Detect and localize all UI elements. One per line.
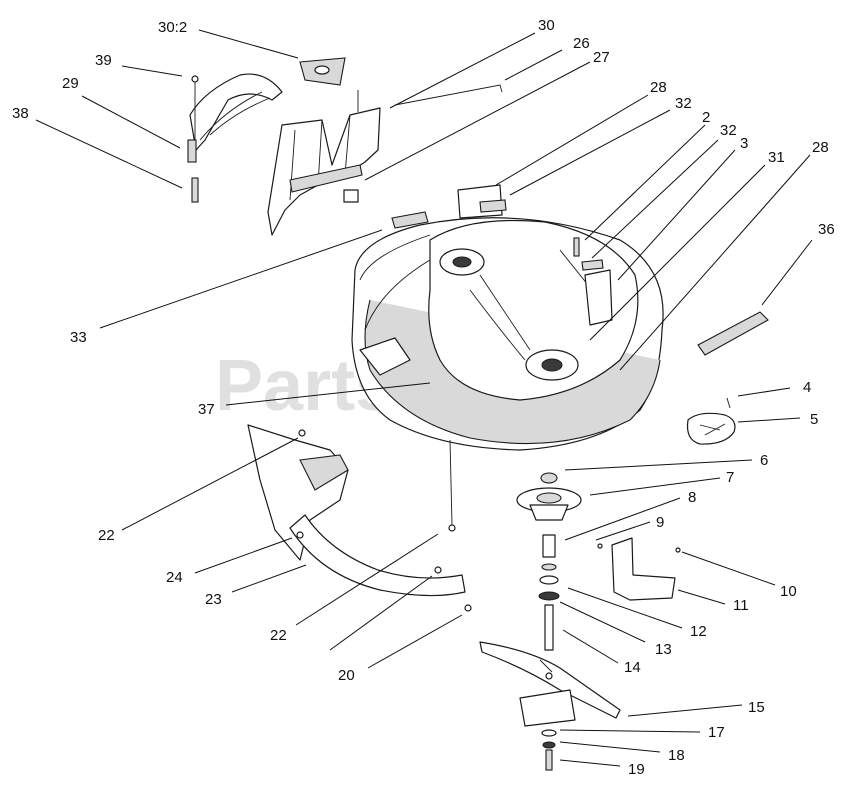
callout-17[interactable]: 17 xyxy=(708,724,725,741)
callout-20[interactable]: 20 xyxy=(338,667,355,684)
chute-bracket xyxy=(343,189,359,203)
callout-8[interactable]: 8 xyxy=(688,489,696,506)
nut-22-a xyxy=(298,429,306,437)
callout-26[interactable]: 26 xyxy=(573,35,590,52)
blade xyxy=(479,641,621,719)
spindle-bearing xyxy=(542,534,556,558)
callout-12[interactable]: 12 xyxy=(690,623,707,640)
knob xyxy=(686,412,736,445)
spindle-housing xyxy=(538,591,560,601)
chute-rod xyxy=(394,84,503,106)
callout-37[interactable]: 37 xyxy=(198,401,215,418)
callout-32-lower[interactable]: 32 xyxy=(720,122,737,139)
callout-18[interactable]: 18 xyxy=(668,747,685,764)
chute-spring xyxy=(187,139,197,163)
belt-guard xyxy=(359,337,411,376)
nut-22-b xyxy=(448,524,456,532)
chute-hinge-rod xyxy=(289,164,363,193)
deck-decal-a xyxy=(479,199,507,213)
blade-adapter xyxy=(519,689,576,727)
callout-5[interactable]: 5 xyxy=(810,411,818,428)
callout-6[interactable]: 6 xyxy=(760,452,768,469)
discharge-chute-assembly xyxy=(187,57,503,236)
right-side-parts xyxy=(686,311,769,445)
callout-22-left[interactable]: 22 xyxy=(98,527,115,544)
spindle-shaft xyxy=(544,604,554,651)
bolt-39 xyxy=(191,75,199,83)
callout-38[interactable]: 38 xyxy=(12,105,29,122)
hood-strip xyxy=(697,311,769,356)
spindle-guard xyxy=(611,537,676,601)
callout-28-upper[interactable]: 28 xyxy=(650,79,667,96)
chute-body xyxy=(267,107,381,236)
callout-27[interactable]: 27 xyxy=(593,49,610,66)
callout-36[interactable]: 36 xyxy=(818,221,835,238)
callout-2[interactable]: 2 xyxy=(702,109,710,126)
deck-baffles xyxy=(247,424,472,612)
callout-11[interactable]: 11 xyxy=(733,597,749,614)
callout-24[interactable]: 24 xyxy=(166,569,183,586)
bolt-20 xyxy=(434,566,442,574)
blade-bolt xyxy=(545,749,553,771)
bolt-24 xyxy=(296,531,304,539)
blade-assembly xyxy=(479,641,621,771)
spindle-nut xyxy=(540,472,558,484)
callout-4[interactable]: 4 xyxy=(803,379,811,396)
callout-22-bottom[interactable]: 22 xyxy=(270,627,287,644)
mower-deck xyxy=(351,184,664,451)
callout-3[interactable]: 3 xyxy=(740,135,748,152)
nut-20 xyxy=(464,604,472,612)
callout-23[interactable]: 23 xyxy=(205,591,222,608)
callout-32-upper[interactable]: 32 xyxy=(675,95,692,112)
callout-31[interactable]: 31 xyxy=(768,149,785,166)
leader-lines xyxy=(35,29,813,767)
callout-9[interactable]: 9 xyxy=(656,514,664,531)
deck-decal-b xyxy=(581,259,604,271)
callout-39[interactable]: 39 xyxy=(95,52,112,69)
bolt-38 xyxy=(191,177,199,203)
chute-deflector xyxy=(189,73,283,151)
deck-decal-33 xyxy=(391,211,429,229)
deck-bracket xyxy=(584,269,613,326)
callout-30-2[interactable]: 30:2 xyxy=(158,19,187,36)
callout-30[interactable]: 30 xyxy=(538,17,555,34)
callout-13[interactable]: 13 xyxy=(655,641,672,658)
callout-14[interactable]: 14 xyxy=(624,659,641,676)
callout-10[interactable]: 10 xyxy=(780,583,797,600)
callout-19[interactable]: 19 xyxy=(628,761,645,778)
callout-33[interactable]: 33 xyxy=(70,329,87,346)
callout-28-right[interactable]: 28 xyxy=(812,139,829,156)
spindle-assembly xyxy=(516,472,681,651)
deck-bolt xyxy=(573,237,580,257)
baffle-curved xyxy=(289,514,466,597)
callout-7[interactable]: 7 xyxy=(726,469,734,486)
callout-15[interactable]: 15 xyxy=(748,699,765,716)
callout-labels: 30:2 30 26 27 39 29 38 28 32 2 32 3 31 2… xyxy=(12,17,835,778)
callout-29[interactable]: 29 xyxy=(62,75,79,92)
